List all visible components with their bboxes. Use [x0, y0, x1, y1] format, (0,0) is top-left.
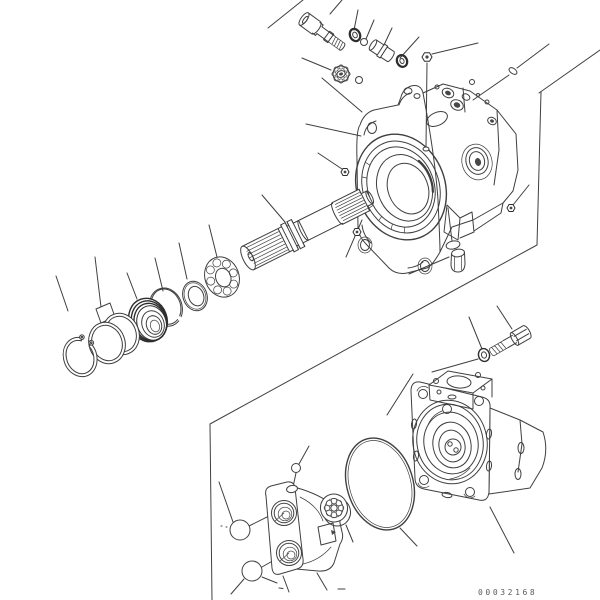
drawing-number: 00032168: [478, 588, 537, 597]
steel-ball-2: [241, 560, 263, 582]
small-washer: [348, 27, 362, 43]
leader-lines: [267, 0, 479, 137]
steel-ball-top: [291, 463, 301, 473]
plug-fitting: [368, 39, 395, 63]
scan-specks: [220, 525, 346, 590]
ball-bearing: [204, 256, 240, 298]
housing-fasteners: [317, 43, 600, 275]
drive-shaft: [240, 188, 375, 271]
cover-bolt-set: [468, 305, 532, 363]
o-ring-large: [344, 437, 418, 547]
servo-rocker-assembly: [218, 445, 354, 595]
end-cover-housing: [386, 358, 547, 554]
snap-ring: [62, 334, 98, 378]
socket-bolt: [298, 12, 346, 51]
steel-ball-1: [229, 519, 251, 541]
cover-bolt-holes: [410, 386, 493, 499]
spline-coupler: [319, 493, 352, 527]
spacer-collar: [182, 280, 208, 312]
small-ring: [395, 54, 409, 68]
shaft-seal-parts: [55, 224, 240, 378]
servo-bore-lower: [276, 540, 302, 566]
top-ports: [426, 79, 497, 127]
drain-plug: [445, 240, 466, 273]
side-port-boss: [461, 143, 493, 181]
section-boundary-plane: [209, 91, 542, 600]
hex-nut-right: [506, 204, 516, 212]
top-fastener-group: [267, 0, 479, 137]
hex-bolt: [489, 325, 532, 356]
plain-washer: [477, 347, 491, 363]
hex-nut-left: [340, 168, 350, 176]
pump-housing-body: [354, 79, 519, 275]
steel-ball-small: [360, 38, 368, 46]
hex-nut-bottom: [352, 228, 362, 236]
dowel-pin: [508, 67, 518, 75]
steel-ball-small-2: [355, 76, 363, 84]
hex-nut-top: [421, 52, 433, 62]
flange-bolt-holes: [357, 122, 433, 275]
flange-nut: [331, 64, 351, 84]
servo-bore-upper: [271, 500, 297, 526]
seal-ring-pair: [88, 302, 140, 365]
valve-block: [428, 370, 493, 410]
